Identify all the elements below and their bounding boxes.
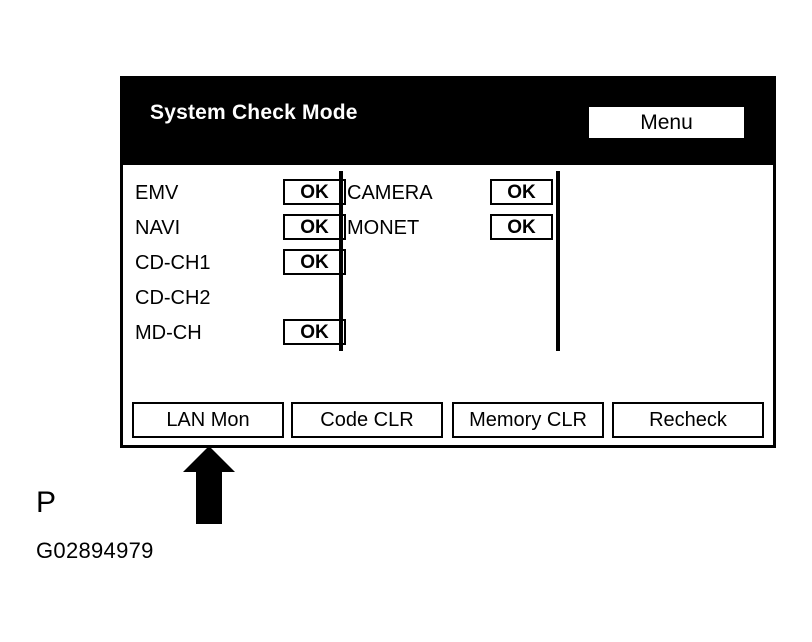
- status-label-camera: CAMERA: [347, 182, 433, 204]
- column-divider-right: [556, 171, 560, 351]
- status-area: EMV OK NAVI OK CD-CH1 OK CD-CH2: [123, 165, 773, 445]
- code-clr-button[interactable]: Code CLR: [291, 402, 443, 438]
- status-value-md-ch: OK: [300, 321, 329, 343]
- code-clr-button-label: Code CLR: [320, 409, 414, 431]
- status-row: CAMERA OK: [347, 177, 559, 212]
- status-row: CD-CH2: [135, 282, 347, 317]
- status-label-emv: EMV: [135, 182, 179, 204]
- status-value-navi: OK: [300, 216, 329, 238]
- status-box-emv: OK: [283, 179, 346, 205]
- lan-mon-button[interactable]: LAN Mon: [132, 402, 284, 438]
- status-row: [347, 317, 559, 352]
- status-column-right: CAMERA OK MONET OK: [347, 177, 559, 352]
- status-box-monet: OK: [490, 214, 553, 240]
- system-check-panel: System Check Mode Menu EMV OK NAVI OK CD…: [120, 76, 776, 448]
- status-value-emv: OK: [300, 181, 329, 203]
- menu-button-label: Menu: [640, 110, 693, 134]
- status-row: MD-CH OK: [135, 317, 347, 352]
- callout-arrow-up-icon: [183, 446, 235, 524]
- recheck-button[interactable]: Recheck: [612, 402, 764, 438]
- status-row: [347, 282, 559, 317]
- memory-clr-button[interactable]: Memory CLR: [452, 402, 604, 438]
- status-label-monet: MONET: [347, 217, 420, 239]
- status-label-md-ch: MD-CH: [135, 322, 202, 344]
- status-box-camera: OK: [490, 179, 553, 205]
- status-box-md-ch: OK: [283, 319, 346, 345]
- status-value-cd-ch1: OK: [300, 251, 329, 273]
- status-label-cd-ch1: CD-CH1: [135, 252, 211, 274]
- status-row: CD-CH1 OK: [135, 247, 347, 282]
- status-box-navi: OK: [283, 214, 346, 240]
- memory-clr-button-label: Memory CLR: [469, 409, 587, 431]
- page-title: System Check Mode: [150, 101, 358, 124]
- status-value-camera: OK: [507, 181, 536, 203]
- column-divider-left: [339, 171, 343, 351]
- status-row: [347, 247, 559, 282]
- status-value-monet: OK: [507, 216, 536, 238]
- menu-button[interactable]: Menu: [588, 106, 745, 139]
- caption-letter: P: [36, 486, 57, 519]
- recheck-button-label: Recheck: [649, 409, 727, 431]
- status-column-left: EMV OK NAVI OK CD-CH1 OK CD-CH2: [135, 177, 347, 352]
- lan-mon-button-label: LAN Mon: [166, 409, 250, 431]
- caption-figure-code: G02894979: [36, 538, 154, 563]
- status-label-cd-ch2: CD-CH2: [135, 287, 211, 309]
- status-row: EMV OK: [135, 177, 347, 212]
- status-box-cd-ch1: OK: [283, 249, 346, 275]
- status-row: MONET OK: [347, 212, 559, 247]
- status-row: NAVI OK: [135, 212, 347, 247]
- action-button-bar: LAN Mon Code CLR Memory CLR Recheck: [132, 402, 768, 438]
- status-label-navi: NAVI: [135, 217, 181, 239]
- panel-header: System Check Mode Menu: [123, 79, 773, 165]
